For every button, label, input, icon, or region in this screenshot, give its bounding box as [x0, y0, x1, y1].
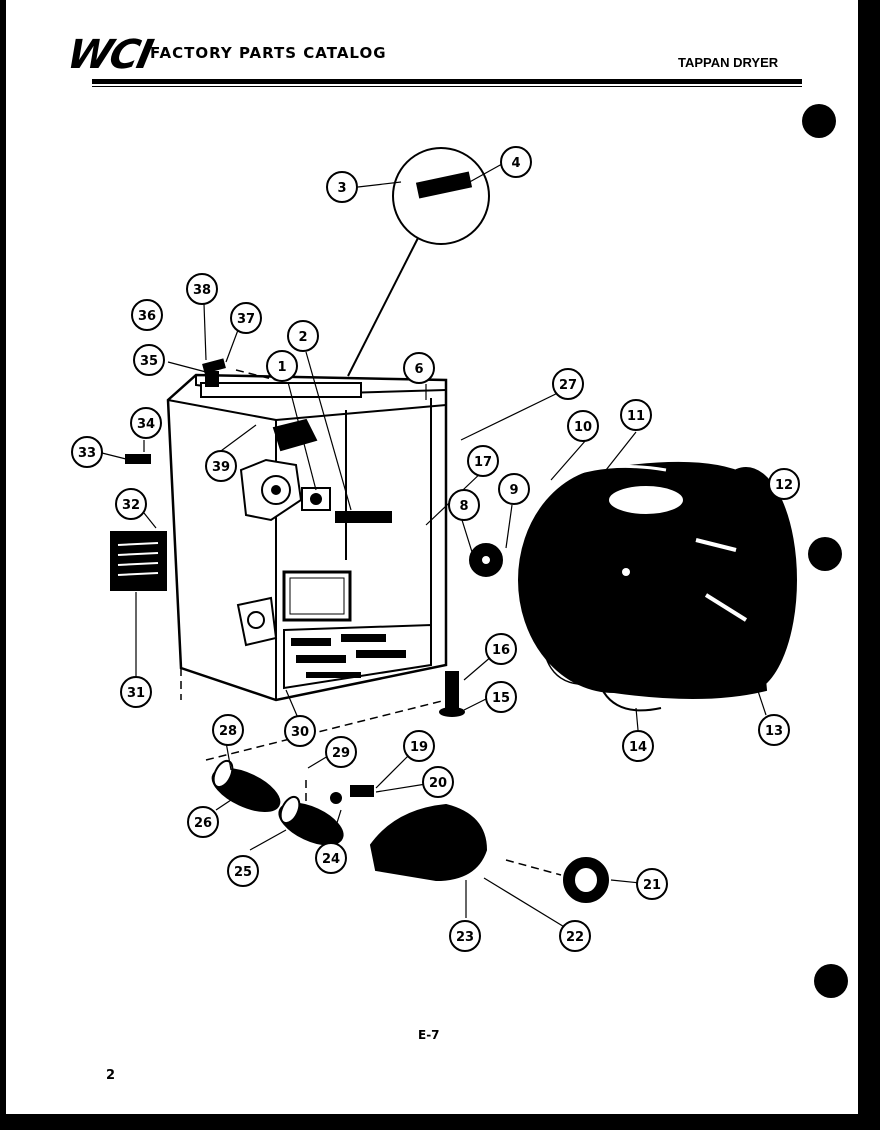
callout-23: 23 [456, 930, 474, 945]
callout-circle [758, 714, 790, 746]
callout-circle [422, 766, 454, 798]
callout-circle [287, 320, 319, 352]
catalog-title: FACTORY PARTS CATALOG [150, 44, 387, 62]
callout-6: 6 [414, 362, 423, 377]
callout-14: 14 [629, 740, 647, 755]
callout-16: 16 [492, 643, 510, 658]
callout-8: 8 [459, 499, 468, 514]
header-rule-thin [92, 86, 802, 87]
vent-grille-illustration [110, 531, 167, 591]
callout-circle [622, 730, 654, 762]
callout-1: 1 [277, 360, 286, 375]
callout-circle [567, 410, 599, 442]
callout-circle [325, 736, 357, 768]
callout-circle [620, 399, 652, 431]
callout-circle [230, 302, 262, 334]
callout-12: 12 [775, 478, 793, 493]
callout-15: 15 [492, 691, 510, 706]
callout-circle [485, 681, 517, 713]
switch-inset [347, 147, 490, 377]
callout-circle [130, 407, 162, 439]
callout-19: 19 [410, 740, 428, 755]
callout-circle [212, 714, 244, 746]
callout-circle [284, 715, 316, 747]
callout-10: 10 [574, 420, 592, 435]
drum-illustration [469, 461, 797, 712]
callout-9: 9 [509, 483, 518, 498]
catalog-page: WCI FACTORY PARTS CATALOG TAPPAN DRYER [6, 0, 858, 1114]
callout-circle [552, 368, 584, 400]
callout-30: 30 [291, 725, 309, 740]
dashed-assembly-lines [180, 369, 562, 876]
callout-4: 4 [511, 156, 520, 171]
callout-21: 21 [643, 878, 661, 893]
callout-circle [467, 445, 499, 477]
callout-37: 37 [237, 312, 255, 327]
callout-circle [71, 436, 103, 468]
callouts [71, 146, 800, 952]
callout-circle [133, 344, 165, 376]
callout-33: 33 [78, 446, 96, 461]
callout-circle [131, 299, 163, 331]
callout-circle [120, 676, 152, 708]
callout-25: 25 [234, 865, 252, 880]
callout-circle [227, 855, 259, 887]
callout-3: 3 [337, 181, 346, 196]
callout-26: 26 [194, 816, 212, 831]
callout-31: 31 [127, 686, 145, 701]
callout-29: 29 [332, 746, 350, 761]
callout-22: 22 [566, 930, 584, 945]
callout-circle [768, 468, 800, 500]
callout-circle [403, 352, 435, 384]
callout-28: 28 [219, 724, 237, 739]
exploded-parts-diagram: 1 2 3 4 6 8 9 10 11 12 13 14 15 16 17 19… [71, 146, 800, 952]
callout-39: 39 [212, 460, 230, 475]
callout-35: 35 [140, 354, 158, 369]
callout-circle [500, 146, 532, 178]
punch-hole-bottom [814, 964, 848, 998]
callout-circle [449, 920, 481, 952]
callout-circle [485, 633, 517, 665]
callout-2: 2 [298, 330, 307, 345]
header-rule [92, 79, 802, 84]
callout-circle [448, 489, 480, 521]
callout-32: 32 [122, 498, 140, 513]
callout-circle [115, 488, 147, 520]
callout-circle [498, 473, 530, 505]
bracket-part [202, 358, 226, 374]
diagram-code: E-7 [418, 1028, 440, 1042]
callout-circle [326, 171, 358, 203]
callout-circle [636, 868, 668, 900]
callout-20: 20 [429, 776, 447, 791]
callout-38: 38 [193, 283, 211, 298]
callout-24: 24 [322, 852, 340, 867]
callout-circle [205, 450, 237, 482]
callout-circle [186, 273, 218, 305]
punch-hole-middle [808, 537, 842, 571]
callout-circle [559, 920, 591, 952]
callout-circle [315, 842, 347, 874]
page-number: 2 [106, 1068, 116, 1083]
callout-circle [266, 350, 298, 382]
callout-13: 13 [765, 724, 783, 739]
punch-hole-top [802, 104, 836, 138]
callout-11: 11 [627, 409, 645, 424]
callout-27: 27 [559, 378, 577, 393]
hinge-part [125, 454, 151, 464]
callout-circle [187, 806, 219, 838]
callout-17: 17 [474, 455, 492, 470]
callout-36: 36 [138, 309, 156, 324]
clip-part [205, 371, 219, 387]
product-name: TAPPAN DRYER [678, 55, 779, 70]
callout-34: 34 [137, 417, 155, 432]
cabinet-illustration [166, 373, 448, 702]
callout-circle [403, 730, 435, 762]
